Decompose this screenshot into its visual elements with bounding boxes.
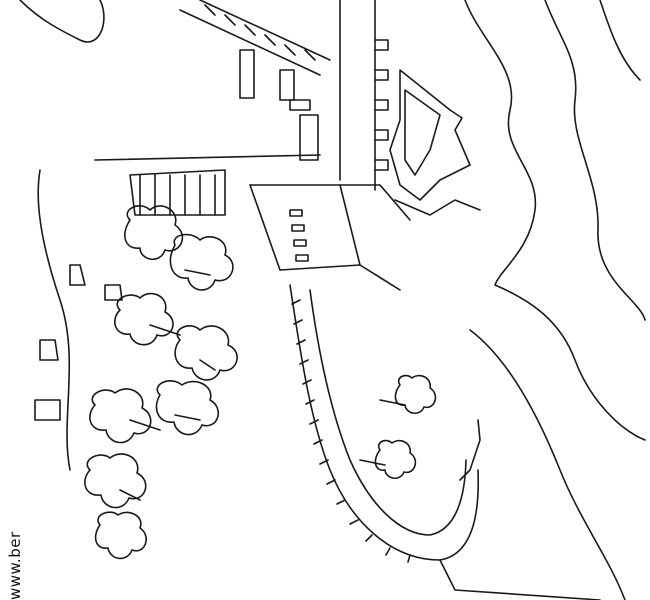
- tree-cluster-1: [124, 205, 184, 260]
- tree-small-2: [374, 439, 417, 479]
- wall-window-1: [289, 209, 303, 217]
- upper-battlement-2: [279, 69, 295, 101]
- winding-wall-inner: [309, 289, 467, 536]
- trees: [84, 205, 437, 560]
- tree-cluster-8: [94, 511, 147, 560]
- mountain-ridge-1: [464, 0, 537, 286]
- upper-wall-top-edge: [199, 0, 331, 61]
- tree-cluster-6: [155, 380, 220, 436]
- mountains: [19, 0, 646, 600]
- pagoda-eave: [394, 199, 481, 216]
- pagoda-roof-inner: [404, 89, 441, 176]
- wall-window-2: [291, 224, 305, 232]
- tree-cluster-5: [89, 388, 152, 444]
- tree-cluster-7: [84, 453, 147, 509]
- main-wall-bottom: [279, 264, 401, 291]
- upper-wall-bottom-edge: [179, 9, 321, 76]
- left-wall-stairs: [129, 169, 226, 216]
- watermark-text: www.ber: [6, 531, 24, 600]
- winding-wall-outer: [289, 284, 480, 561]
- mountain-ridge-5: [599, 0, 641, 81]
- left-crenel-2: [104, 284, 123, 301]
- tree-small-1: [394, 374, 437, 414]
- left-wall: [34, 154, 321, 421]
- main-wall-middle: [339, 184, 361, 266]
- far-wall-segment-2: [439, 559, 601, 600]
- winding-wall-crenels: [291, 299, 411, 563]
- left-wall-top: [94, 154, 321, 161]
- tree-cluster-2: [169, 233, 234, 291]
- mountain-ridge-3: [494, 284, 646, 441]
- mountain-ridge-4: [469, 329, 626, 600]
- tree-cluster-3: [114, 292, 174, 346]
- upper-battlement-4: [299, 114, 319, 161]
- upper-battlement-1: [239, 49, 255, 99]
- tree-trunks: [119, 269, 406, 501]
- pagoda-roof: [389, 69, 471, 201]
- mountain-ridge-6: [19, 0, 105, 43]
- tower-crenels: [374, 39, 389, 171]
- upper-wall: [179, 0, 331, 161]
- winding-wall: [289, 284, 601, 600]
- upper-wall-steps: [204, 4, 316, 61]
- wall-window-3: [293, 239, 307, 247]
- left-wall-step-lines: [139, 174, 216, 216]
- tree-cluster-4: [174, 325, 238, 381]
- upper-battlement-3: [289, 99, 311, 111]
- wall-window-4: [295, 254, 309, 262]
- far-wall-segment: [459, 419, 481, 481]
- left-crenel-3: [39, 339, 59, 361]
- watchtower: [339, 0, 481, 216]
- left-crenel-1: [69, 264, 86, 286]
- main-wall-top: [249, 184, 411, 221]
- main-wall-side: [249, 184, 281, 271]
- main-wall: [249, 184, 411, 291]
- left-crenel-4: [34, 399, 61, 421]
- mountain-ridge-2: [544, 0, 646, 321]
- hill-left: [37, 169, 71, 471]
- watermark: www.ber: [4, 520, 24, 600]
